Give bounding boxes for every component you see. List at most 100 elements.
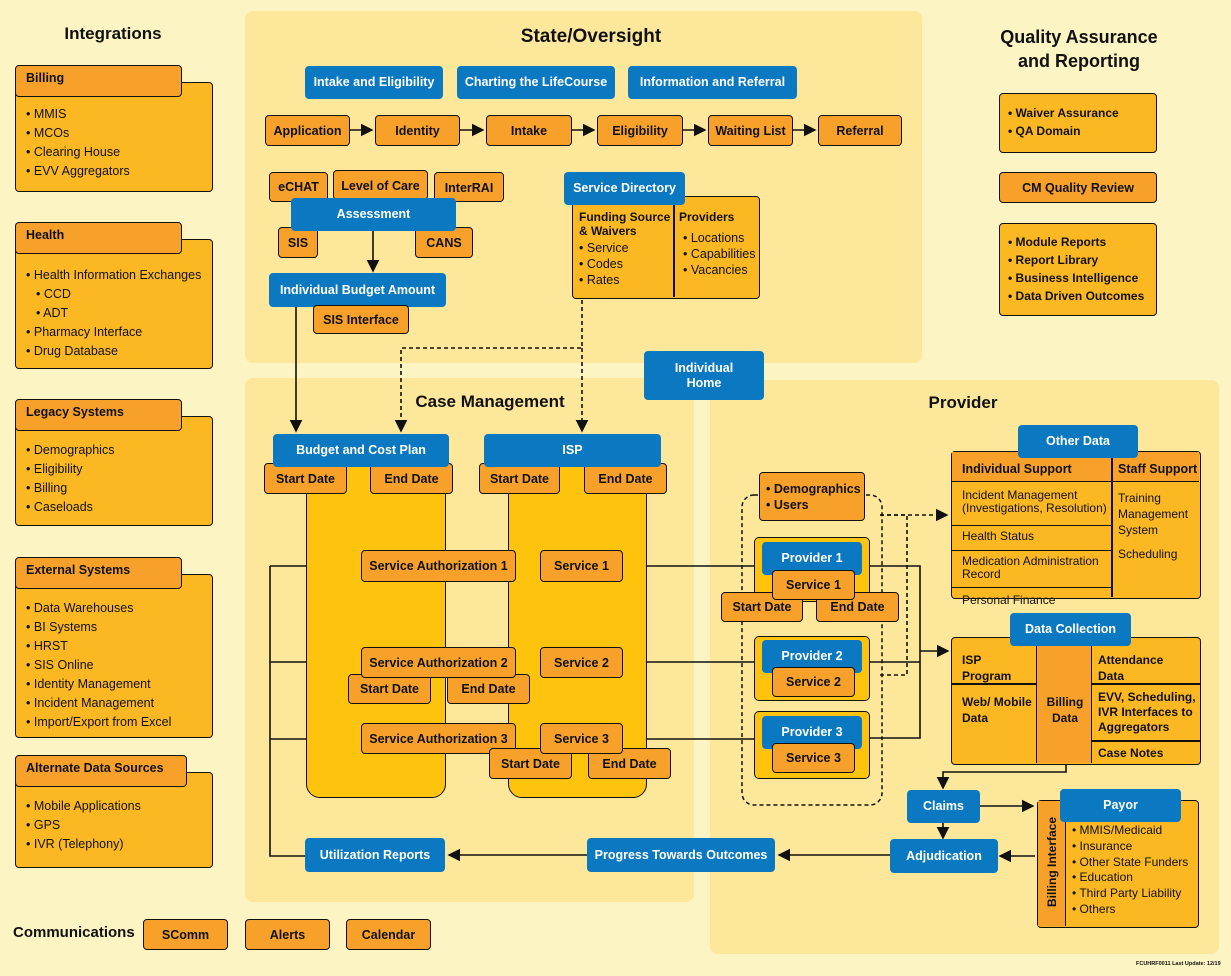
billing-tab[interactable]: Billing [15, 65, 182, 97]
calendar-button[interactable]: Calendar [346, 919, 431, 950]
flow-eligibility[interactable]: Eligibility [597, 115, 683, 146]
claims-button[interactable]: Claims [907, 790, 980, 823]
flow-application[interactable]: Application [265, 115, 350, 146]
list-item: Rates [579, 272, 675, 288]
flow-intake[interactable]: Intake [486, 115, 572, 146]
data-collection-button[interactable]: Data Collection [1010, 613, 1131, 646]
list-item: Insurance [1072, 839, 1188, 855]
flow-waiting-list[interactable]: Waiting List [708, 115, 793, 146]
auth2-end-date[interactable]: End Date [447, 674, 530, 704]
flow-identity[interactable]: Identity [375, 115, 460, 146]
providers-title: Providers [679, 210, 735, 224]
adjudication-button[interactable]: Adjudication [890, 839, 998, 873]
qa-group-1: Waiver Assurance QA Domain [999, 93, 1157, 153]
provider-1-button[interactable]: Provider 1 [762, 542, 862, 575]
list-item: Pharmacy Interface [26, 323, 212, 342]
flow-referral[interactable]: Referral [818, 115, 902, 146]
qa-reporting-title: Quality Assurance and Reporting [1000, 27, 1158, 71]
staff-support-header: Staff Support [1118, 462, 1198, 476]
provider-3-service[interactable]: Service 3 [772, 743, 855, 773]
information-referral-button[interactable]: Information and Referral [628, 66, 797, 99]
budget-start-date[interactable]: Start Date [264, 463, 347, 494]
list-item: Clearing House [26, 143, 212, 162]
list-item: Waiver Assurance [1008, 104, 1156, 122]
sis-tool[interactable]: SIS [278, 227, 318, 258]
provider-1-service[interactable]: Service 1 [772, 570, 855, 600]
list-item: Education [1072, 870, 1188, 886]
isp-service-1[interactable]: Service 1 [540, 550, 623, 582]
list-item: MCOs [26, 124, 212, 143]
list-item: BI Systems [26, 618, 212, 637]
assessment-button[interactable]: Assessment [291, 198, 456, 231]
list-item: Data Driven Outcomes [1008, 287, 1156, 305]
scomm-button[interactable]: SComm [143, 919, 228, 950]
list-item: QA Domain [1008, 122, 1156, 140]
service-authorization-1[interactable]: Service Authorization 1 [361, 550, 516, 582]
footer-note: FCUHRF0011 Last Update: 12/19 [1136, 961, 1221, 967]
isp-button[interactable]: ISP [484, 434, 661, 467]
service-authorization-3[interactable]: Service Authorization 3 [361, 723, 516, 754]
utilization-reports-button[interactable]: Utilization Reports [305, 838, 445, 872]
list-item: SIS Online [26, 656, 212, 675]
other-data-button[interactable]: Other Data [1018, 425, 1138, 458]
isp-service-3[interactable]: Service 3 [540, 723, 623, 754]
cans-tool[interactable]: CANS [415, 227, 473, 258]
isp-start-date[interactable]: Start Date [479, 463, 560, 494]
list-item: Codes [579, 256, 675, 272]
payor-button[interactable]: Payor [1060, 789, 1181, 822]
progress-towards-outcomes-button[interactable]: Progress Towards Outcomes [587, 838, 775, 872]
alternate-data-sources-tab[interactable]: Alternate Data Sources [15, 755, 187, 787]
service-directory-button[interactable]: Service Directory [564, 172, 685, 205]
budget-cost-plan-button[interactable]: Budget and Cost Plan [273, 434, 449, 467]
auth2-start-date[interactable]: Start Date [348, 674, 431, 704]
list-item: Mobile Applications [26, 797, 212, 816]
isp-service-2[interactable]: Service 2 [540, 647, 623, 678]
isp-end-date[interactable]: End Date [584, 463, 667, 494]
service3-end-date[interactable]: End Date [588, 748, 671, 779]
other-data-item: Incident Management (Investigations, Res… [962, 488, 1107, 515]
list-item: Drug Database [26, 342, 212, 361]
provider-2-service[interactable]: Service 2 [772, 667, 855, 697]
alerts-button[interactable]: Alerts [245, 919, 330, 950]
list-item: Data Warehouses [26, 599, 212, 618]
data-collection-box: ISP Program Web/ Mobile Data Billing Dat… [951, 637, 1201, 765]
funding-source-title: Funding Source & Waivers [579, 210, 671, 238]
list-item: EVV Aggregators [26, 162, 212, 181]
service-authorization-2[interactable]: Service Authorization 2 [361, 647, 516, 678]
individual-budget-amount-button[interactable]: Individual Budget Amount [269, 273, 446, 307]
list-item: IVR (Telephony) [26, 835, 212, 854]
case-management-title: Case Management [415, 392, 565, 411]
web-mobile-label: Web/ Mobile Data [962, 695, 1032, 725]
list-item: Demographics [26, 441, 212, 460]
health-tab[interactable]: Health [15, 222, 182, 254]
intake-eligibility-button[interactable]: Intake and Eligibility [305, 66, 443, 99]
sis-interface-button[interactable]: SIS Interface [313, 305, 409, 334]
list-item: Service [579, 240, 675, 256]
health-group: Health Information Exchanges CCD ADT Pha… [15, 239, 213, 369]
other-data-item: Scheduling [1118, 547, 1178, 561]
interrai-tool[interactable]: InterRAI [434, 172, 504, 202]
charting-lifecourse-button[interactable]: Charting the LifeCourse [457, 66, 615, 99]
billing-group: MMIS MCOs Clearing House EVV Aggregators [15, 82, 213, 192]
isp-program-label: ISP Program [962, 653, 1012, 683]
alternate-data-sources-group: Mobile Applications GPS IVR (Telephony) [15, 772, 213, 868]
legacy-systems-group: Demographics Eligibility Billing Caseloa… [15, 416, 213, 526]
communications-label: Communications [13, 924, 135, 941]
individual-home-button[interactable]: Individual Home [644, 351, 764, 400]
attendance-data-label: Attendance Data [1098, 653, 1164, 683]
list-item: Import/Export from Excel [26, 713, 212, 732]
legacy-systems-tab[interactable]: Legacy Systems [15, 399, 182, 431]
list-item: Health Information Exchanges [26, 266, 212, 285]
cm-quality-review-button[interactable]: CM Quality Review [999, 172, 1157, 203]
level-of-care-tool[interactable]: Level of Care [333, 170, 428, 200]
demographics-users-box[interactable]: Demographics Users [759, 472, 865, 521]
budget-end-date[interactable]: End Date [370, 463, 453, 494]
list-item: GPS [26, 816, 212, 835]
individual-support-header: Individual Support [962, 462, 1072, 476]
other-data-box: Individual Support Staff Support Inciden… [951, 451, 1201, 607]
other-data-item: Training Management System [1118, 491, 1189, 537]
other-data-item: Health Status [952, 525, 1111, 550]
external-systems-tab[interactable]: External Systems [15, 557, 182, 589]
list-item: Incident Management [26, 694, 212, 713]
